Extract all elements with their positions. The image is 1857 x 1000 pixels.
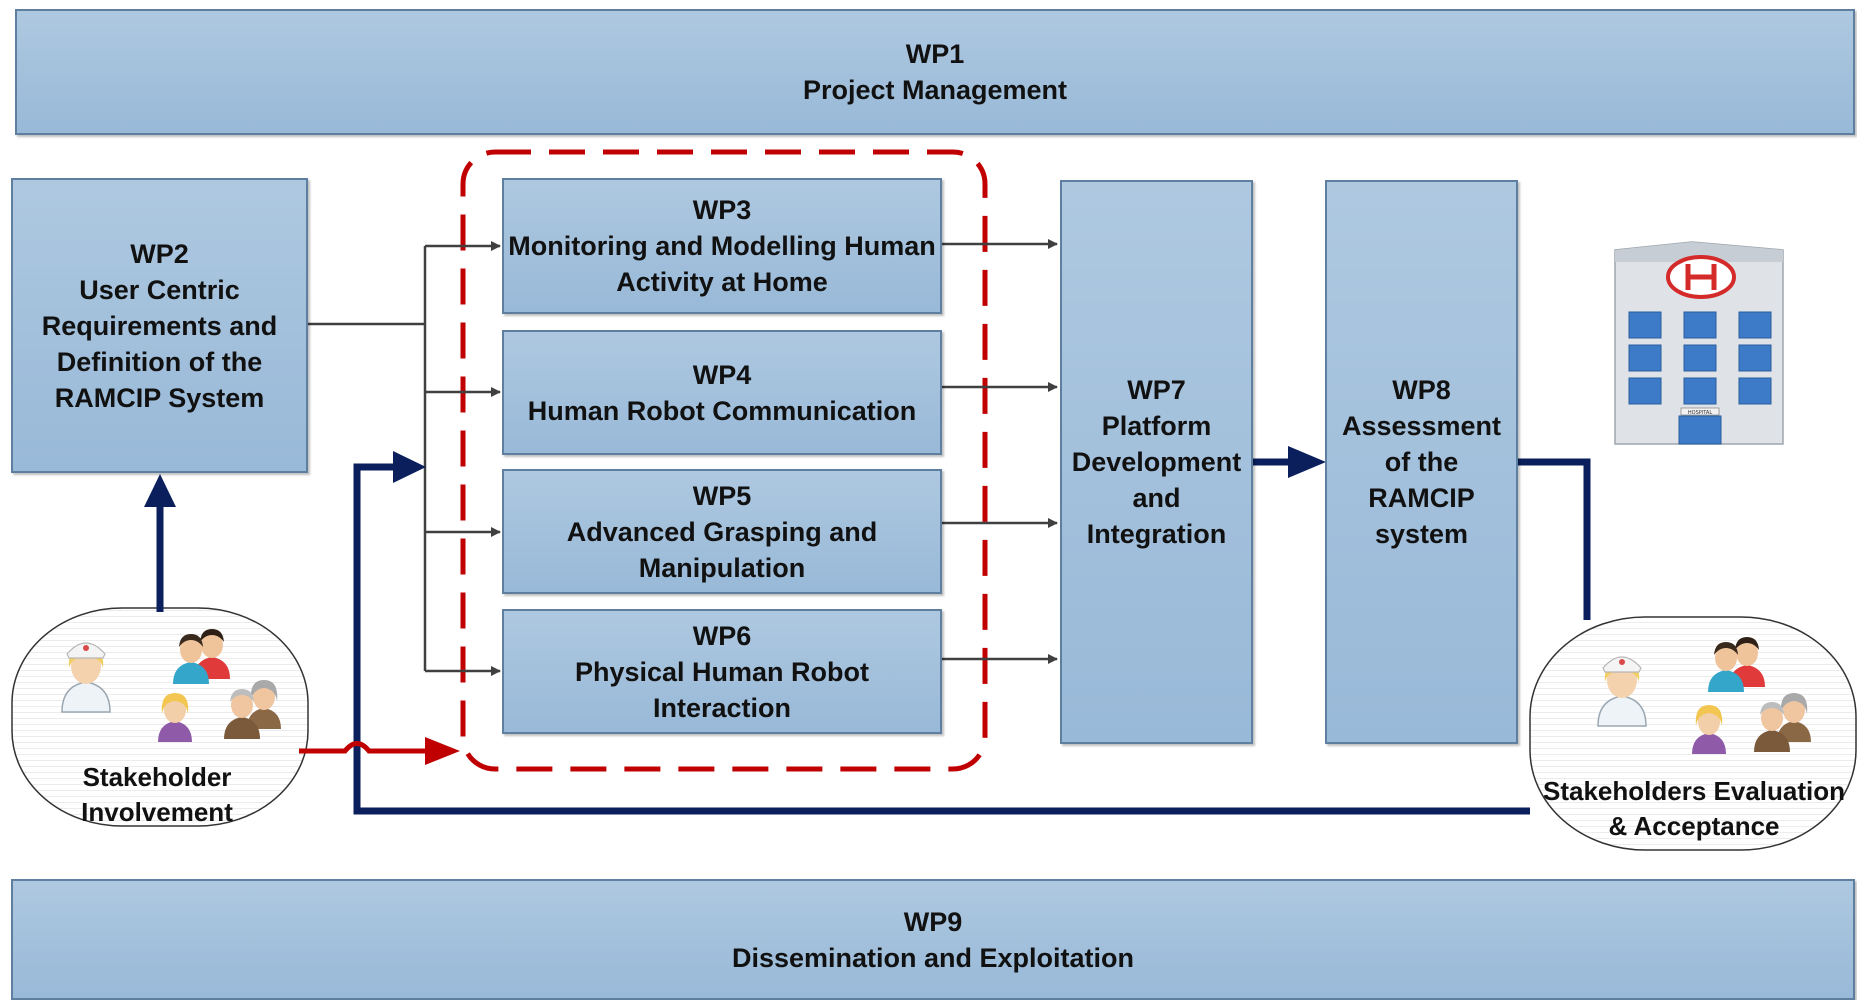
- wp7-title-line: Integration: [1086, 519, 1227, 549]
- wp8-title-line: of the: [1384, 447, 1459, 477]
- wp3-title-line: Activity at Home: [616, 267, 828, 297]
- wp4-title-line: Human Robot Communication: [527, 395, 917, 426]
- wp4-id: WP4: [692, 359, 752, 390]
- wp9-id: WP9: [903, 906, 963, 937]
- wp5-title-line: Advanced Grasping and: [566, 516, 878, 547]
- stakeholder-involvement-label: Stakeholder Involvement: [12, 760, 302, 830]
- wp2-requirements-box: WP2 User Centric Requirements and Defini…: [11, 178, 308, 473]
- wp6-physical-interaction-box: WP6 Physical Human Robot Interaction: [502, 609, 942, 734]
- wp7-title-line: Platform: [1101, 411, 1212, 441]
- wp4-communication-box: WP4 Human Robot Communication: [502, 330, 942, 455]
- stakeholder-involvement-line: Stakeholder: [82, 762, 232, 792]
- stakeholder-involvement-line: Involvement: [81, 797, 233, 827]
- wp2-title-line: User Centric: [79, 274, 240, 305]
- wp2-to-research-connectors: [308, 241, 501, 676]
- wp7-title-line: and: [1132, 483, 1181, 513]
- wp5-id: WP5: [692, 480, 752, 511]
- wp7-title-line: Development: [1071, 447, 1242, 477]
- stakeholder-to-research-arrow: [299, 737, 460, 765]
- wp3-title-line: Monitoring and Modelling Human: [508, 231, 936, 261]
- wp6-id: WP6: [692, 620, 752, 651]
- wp3-monitoring-box: WP3 Monitoring and Modelling Human Activ…: [502, 178, 942, 314]
- wp9-dissemination-box: WP9 Dissemination and Exploitation: [11, 879, 1855, 1000]
- wp6-title-line: Physical Human Robot Interaction: [574, 656, 870, 723]
- wp7-id: WP7: [1127, 375, 1186, 405]
- wp2-title-line: Definition of the: [56, 346, 263, 377]
- research-workpackages-group: [460, 149, 988, 772]
- wp5-grasping-box: WP5 Advanced Grasping and Manipulation: [502, 469, 942, 594]
- wp8-title-line: system: [1374, 519, 1469, 549]
- stakeholders-evaluation-line: Stakeholders Evaluation: [1543, 776, 1845, 806]
- stakeholders-evaluation-label: Stakeholders Evaluation & Acceptance: [1534, 774, 1854, 844]
- wp2-id: WP2: [130, 238, 189, 269]
- wp8-id: WP8: [1392, 375, 1451, 405]
- wp1-title: Project Management: [802, 75, 1068, 105]
- wp7-to-wp8-arrow: [1253, 446, 1326, 478]
- wp7-platform-box: WP7 Platform Development and Integration: [1060, 180, 1253, 744]
- wp9-title: Dissemination and Exploitation: [731, 942, 1135, 973]
- stakeholders-evaluation-line: & Acceptance: [1608, 811, 1780, 841]
- research-to-wp7-connectors: [942, 239, 1058, 664]
- wp5-title-line: Manipulation: [638, 552, 806, 583]
- wp3-id: WP3: [692, 195, 752, 225]
- wp8-title-line: Assessment: [1341, 411, 1502, 441]
- wp2-title-line: RAMCIP System: [54, 382, 265, 413]
- stakeholder-to-wp2-arrow: [144, 474, 176, 612]
- wp2-title-line: Requirements and: [41, 310, 278, 341]
- wp1-project-management-box: WP1 Project Management: [15, 9, 1855, 135]
- wp8-title-line: RAMCIP: [1368, 483, 1475, 513]
- hospital-building-icon: HOSPITAL: [1614, 241, 1784, 445]
- wp1-id: WP1: [905, 39, 965, 69]
- wp8-assessment-box: WP8 Assessment of the RAMCIP system: [1325, 180, 1518, 744]
- feedback-loop-arrow: [353, 451, 1591, 815]
- hospital-sign-text: HOSPITAL: [1688, 410, 1712, 416]
